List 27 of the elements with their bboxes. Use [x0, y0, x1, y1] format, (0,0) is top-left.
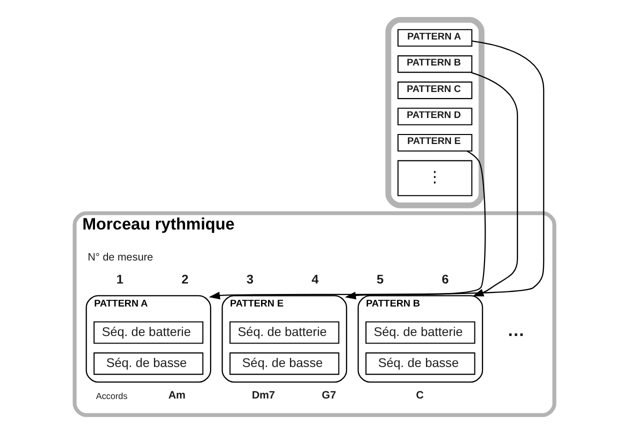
node-box: Séq. de basse	[94, 352, 204, 375]
node-box: Séq. de batterie	[229, 321, 340, 344]
label: Accords	[96, 390, 128, 401]
label: 2	[181, 272, 188, 286]
label: 1	[116, 272, 124, 286]
node-box: PATTERN B	[397, 55, 472, 73]
node-box: PATTERN D	[397, 108, 472, 126]
node-box: Séq. de basse	[229, 352, 340, 375]
node-box: Séq. de batterie	[365, 321, 476, 344]
node-box: Séq. de batterie	[94, 321, 204, 344]
label: 4	[312, 272, 319, 286]
label: Dm7	[252, 389, 276, 402]
label: C	[416, 389, 424, 402]
label: 6	[442, 272, 449, 286]
label: Am	[168, 389, 186, 402]
label: …	[507, 320, 525, 340]
cluster	[385, 16, 484, 208]
node-box: PATTERN A	[397, 29, 472, 47]
label: 5	[376, 272, 384, 286]
node-box: ⋮	[397, 160, 472, 196]
label: N° de mesure	[88, 252, 154, 264]
label: 3	[246, 272, 254, 286]
node-box: PATTERN C	[397, 82, 472, 100]
label: G7	[322, 389, 336, 402]
node-box: PATTERN E	[397, 134, 472, 152]
arrow	[470, 72, 518, 296]
node-box: Séq. de basse	[365, 352, 476, 375]
